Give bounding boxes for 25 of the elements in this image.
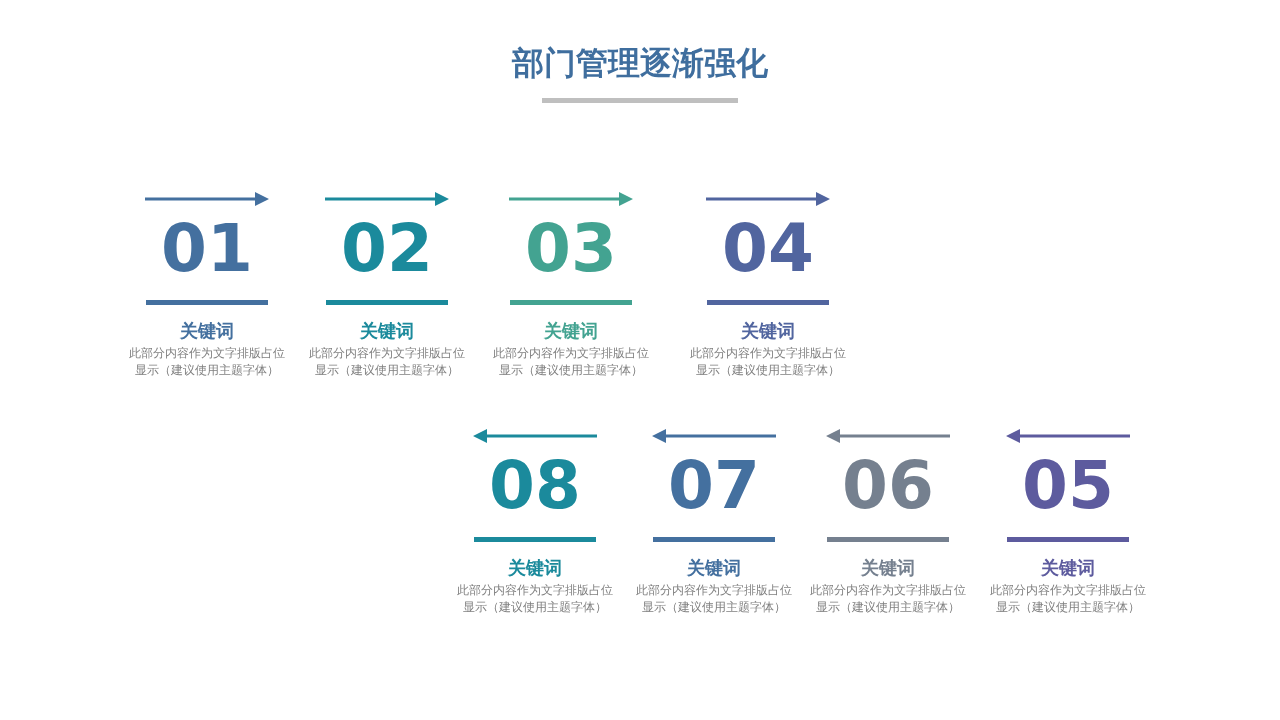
- step-number: 08: [488, 450, 582, 522]
- description-text: 此部分内容作为文字排版占位显示（建议使用主题字体）: [989, 582, 1147, 616]
- step-number: 03: [524, 213, 618, 285]
- step-number: 07: [667, 450, 761, 522]
- step-number: 04: [721, 213, 815, 285]
- keyword-heading: 关键词: [1040, 557, 1096, 579]
- description-text: 此部分内容作为文字排版占位显示（建议使用主题字体）: [128, 345, 286, 379]
- step-number: 06: [841, 450, 935, 522]
- keyword-heading: 关键词: [860, 557, 916, 579]
- step-number: 01: [160, 213, 254, 285]
- keyword-heading: 关键词: [686, 557, 742, 579]
- title-heading: 部门管理逐渐强化: [510, 43, 769, 84]
- keyword-heading: 关键词: [359, 320, 415, 342]
- description-text: 此部分内容作为文字排版占位显示（建议使用主题字体）: [635, 582, 793, 616]
- description-text: 此部分内容作为文字排版占位显示（建议使用主题字体）: [689, 345, 847, 379]
- step-number: 05: [1021, 450, 1115, 522]
- keyword-heading: 关键词: [179, 320, 235, 342]
- keyword-heading: 关键词: [740, 320, 796, 342]
- description-text: 此部分内容作为文字排版占位显示（建议使用主题字体）: [492, 345, 650, 379]
- description-text: 此部分内容作为文字排版占位显示（建议使用主题字体）: [456, 582, 614, 616]
- description-text: 此部分内容作为文字排版占位显示（建议使用主题字体）: [809, 582, 967, 616]
- step-number: 02: [340, 213, 434, 285]
- keyword-heading: 关键词: [507, 557, 563, 579]
- description-text: 此部分内容作为文字排版占位显示（建议使用主题字体）: [308, 345, 466, 379]
- keyword-heading: 关键词: [543, 320, 599, 342]
